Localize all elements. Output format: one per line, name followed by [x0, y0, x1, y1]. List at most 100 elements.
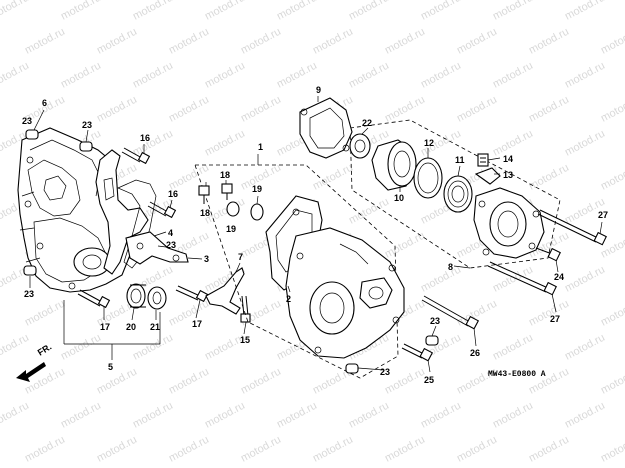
watermark-text: motod.ru	[599, 26, 625, 57]
dowel-23-bottom	[345, 363, 359, 374]
impeller-10	[371, 139, 417, 191]
callout-23-a: 23	[22, 116, 32, 126]
callout-16-lower: 16	[168, 189, 178, 199]
callouts: 1 2 3 4 5 6 7 8 9 10 11 12 13 14 15 16 1…	[22, 85, 608, 385]
watermark-text: motod.ru	[239, 366, 283, 397]
bracket-3	[125, 231, 189, 265]
callout-23-c: 23	[166, 240, 176, 250]
watermark-text: motod.ru	[419, 264, 463, 295]
watermark-text: motod.ru	[563, 400, 607, 431]
fitting-14	[477, 153, 489, 167]
watermark-text: motod.ru	[311, 434, 355, 465]
bolt-25	[401, 343, 434, 362]
callout-22: 22	[362, 118, 372, 128]
callout-5: 5	[108, 362, 113, 372]
callout-8: 8	[448, 262, 453, 272]
bolt-17-mid	[175, 285, 209, 303]
callout-9: 9	[316, 85, 321, 95]
watermark-text: motod.ru	[95, 94, 139, 125]
callout-17-left: 17	[100, 322, 110, 332]
watermark-text: motod.ru	[599, 366, 625, 397]
watermark-text: motod.ru	[455, 94, 499, 125]
watermark-text: motod.ru	[59, 332, 103, 363]
watermark-text: motod.ru	[0, 60, 31, 91]
watermark-text: motod.ru	[23, 298, 67, 329]
bolt-16-lower	[147, 201, 177, 219]
watermark-text: motod.ru	[599, 162, 625, 193]
watermark-text: motod.ru	[527, 94, 571, 125]
watermark-text: motod.ru	[131, 400, 175, 431]
watermark-text: motod.ru	[419, 0, 463, 23]
watermark-text: motod.ru	[491, 400, 535, 431]
watermark-text: motod.ru	[491, 332, 535, 363]
callout-23-d: 23	[24, 289, 34, 299]
bolt-15	[240, 295, 251, 323]
bearing-20	[126, 283, 146, 309]
washer-19-a	[226, 201, 240, 217]
pipe-13	[474, 167, 501, 185]
callout-4: 4	[168, 228, 173, 238]
callout-12: 12	[424, 138, 434, 148]
watermark-text: motod.ru	[239, 434, 283, 465]
callout-1: 1	[258, 142, 263, 152]
watermark-text: motod.ru	[455, 26, 499, 57]
watermark-text: motod.ru	[563, 128, 607, 159]
bolt-18-b	[221, 183, 233, 200]
assembly-8-outline	[349, 119, 561, 269]
crankcase-assembly	[17, 127, 149, 293]
watermark-text: motod.ru	[203, 128, 247, 159]
watermark-text: motod.ru	[0, 332, 31, 363]
watermark-text: motod.ru	[347, 60, 391, 91]
bearing-22	[349, 133, 371, 159]
diagram-code: MW43-E0800 A	[488, 370, 546, 379]
callout-20: 20	[126, 322, 136, 332]
callout-25: 25	[424, 375, 434, 385]
bolt-17-left	[77, 289, 111, 309]
watermark-text: motod.ru	[455, 434, 499, 465]
callout-17-mid: 17	[192, 319, 202, 329]
watermark-text: motod.ru	[131, 0, 175, 23]
bolt-24	[535, 247, 561, 262]
watermark-text: motod.ru	[275, 0, 319, 23]
watermark-text: motod.ru	[491, 60, 535, 91]
dowel-23-body	[425, 335, 439, 346]
watermark-text: motod.ru	[527, 434, 571, 465]
callout-7: 7	[238, 252, 243, 262]
watermark-text: motod.ru	[563, 332, 607, 363]
callout-24: 24	[554, 272, 564, 282]
watermark-text: motod.ru	[275, 60, 319, 91]
watermark-text: motod.ru	[59, 0, 103, 23]
watermark-text: motod.ru	[419, 60, 463, 91]
watermark-text: motod.ru	[527, 162, 571, 193]
watermark-text: motod.ru	[599, 230, 625, 261]
watermark-text: motod.ru	[59, 60, 103, 91]
watermark-text: motod.ru	[563, 264, 607, 295]
watermark-text: motod.ru	[95, 366, 139, 397]
watermark-text: motod.ru	[383, 434, 427, 465]
callout-23-e: 23	[430, 316, 440, 326]
watermark-text: motod.ru	[347, 400, 391, 431]
leader-lines	[29, 96, 603, 373]
bolt-27-upper	[537, 209, 607, 246]
callout-19-upper: 19	[252, 184, 262, 194]
watermark-text: motod.ru	[563, 0, 607, 23]
callout-13: 13	[503, 170, 513, 180]
watermark-text: motod.ru	[527, 298, 571, 329]
watermark-text: motod.ru	[203, 60, 247, 91]
watermark-text: motod.ru	[311, 26, 355, 57]
callout-6: 6	[42, 98, 47, 108]
watermark-text: motod.ru	[527, 26, 571, 57]
callout-26: 26	[470, 348, 480, 358]
callout-27-lower: 27	[550, 314, 560, 324]
watermark-text: motod.ru	[599, 94, 625, 125]
watermark-text: motod.ru	[599, 298, 625, 329]
callout-18-upper: 18	[220, 170, 230, 180]
callout-18-lower: 18	[200, 208, 210, 218]
watermark-text: motod.ru	[383, 94, 427, 125]
callout-10: 10	[394, 193, 404, 203]
bolt-26	[421, 295, 480, 330]
watermark-text: motod.ru	[131, 128, 175, 159]
watermark-text: motod.ru	[167, 434, 211, 465]
callout-27-upper: 27	[598, 210, 608, 220]
watermark-text: motod.ru	[239, 94, 283, 125]
